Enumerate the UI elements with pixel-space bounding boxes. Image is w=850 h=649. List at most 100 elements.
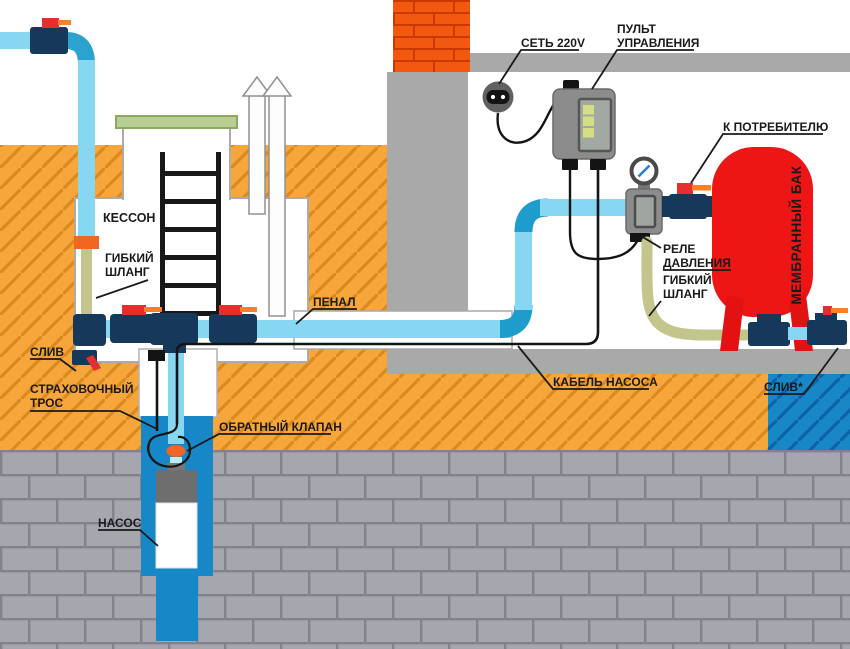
label-pump-cable: КАБЕЛЬ НАСОСА	[553, 375, 658, 389]
pressure-switch-cover	[633, 194, 657, 229]
caisson-valve-2	[209, 305, 257, 343]
pointer-mains	[498, 49, 579, 85]
ladder-rung	[160, 255, 221, 260]
consumer-valve	[662, 183, 714, 219]
caisson-valve-1-handle	[122, 305, 146, 315]
label-mains: СЕТЬ 220V	[521, 36, 585, 50]
pointer-pump	[98, 529, 159, 547]
drain-valve-right-handle	[823, 306, 832, 315]
label-membrane-tank: МЕМБРАННЫЙ БАК	[789, 165, 804, 304]
pointer-pump-cable	[517, 345, 649, 390]
tank-leg-left	[720, 295, 744, 351]
label-flexible-hose-left-2: ШЛАНГ	[105, 265, 150, 279]
consumer-valve-flange	[705, 196, 714, 217]
tee-fitting-body	[150, 313, 198, 345]
vent-pipe-2	[268, 94, 286, 317]
label-pressure-switch-1: РЕЛЕ	[663, 242, 695, 256]
tank-bottom-valve	[748, 314, 790, 346]
caisson-entrance-shaft	[123, 126, 230, 202]
orange-coupling	[74, 236, 99, 249]
pump-body	[155, 502, 198, 569]
house-ceiling	[470, 53, 850, 72]
flexible-hose-left	[81, 249, 92, 317]
pointer-drain-right	[764, 347, 839, 395]
rope-anchor	[148, 350, 165, 361]
outdoor-supply-pipe	[0, 32, 34, 49]
drain-valve-right	[807, 306, 848, 345]
ladder-rung	[160, 171, 221, 176]
house-left-wall	[387, 72, 468, 349]
pointer-conduit	[295, 308, 357, 325]
consumer-valve-body	[669, 194, 707, 219]
pointer-to-consumer	[690, 133, 823, 184]
drain-valve-right-top	[815, 313, 837, 322]
ladder-rung	[160, 199, 221, 204]
membrane-tank	[712, 147, 813, 317]
pointer-pressure-switch	[640, 235, 662, 249]
panel-bottom-connector-left	[562, 159, 578, 170]
outdoor-valve	[30, 18, 71, 54]
caisson-valve-2-body	[209, 314, 257, 343]
label-conduit: ПЕНАЛ	[313, 295, 356, 309]
house-floor-slab	[387, 349, 850, 374]
pump-top	[156, 470, 197, 503]
caisson-down-pipe	[78, 60, 95, 237]
control-panel	[552, 80, 616, 170]
caisson-valve-1	[110, 305, 162, 343]
label-flexible-hose-left-1: ГИБКИЙ	[105, 250, 154, 265]
pipework	[0, 18, 714, 371]
drain-valve-left	[72, 350, 101, 371]
tee-fitting-stub	[163, 344, 186, 353]
chimney	[393, 0, 470, 72]
label-pressure-switch-2: ДАВЛЕНИЯ	[663, 256, 731, 270]
drain-valve-right-handle-bar	[831, 308, 848, 313]
masonry-bricks	[0, 450, 850, 649]
pointer-flexible-hose-right	[648, 300, 662, 317]
label-drain-left: СЛИВ	[30, 345, 64, 359]
label-caisson: КЕССОН	[103, 211, 155, 225]
pressure-gauge-icon	[629, 156, 659, 191]
label-drain-right: СЛИВ*	[764, 380, 803, 394]
ladder-rail-left	[160, 152, 165, 333]
panel-bottom-connector-right	[590, 159, 606, 170]
tank-valve-body	[748, 322, 790, 346]
label-check-valve: ОБРАТНЫЙ КЛАПАН	[219, 419, 342, 434]
caisson-horizontal-pipe	[100, 320, 512, 338]
panel-led	[583, 116, 594, 126]
ladder-rail-right	[216, 152, 221, 333]
vent-arrow-icon	[261, 75, 293, 97]
pointer-control-panel	[591, 49, 694, 90]
consumer-valve-handle	[677, 183, 693, 194]
drain-valve-left-handle	[86, 355, 101, 371]
labels: КЕССОН ГИБКИЙ ШЛАНГ СЛИВ СТРАХОВОЧНЫЙ ТР…	[30, 22, 839, 547]
flexible-hose-right	[641, 236, 758, 341]
vent-arrow-icon	[241, 75, 273, 97]
socket-pin-hole	[500, 94, 506, 100]
caisson-valve-2-handle-bar	[240, 307, 257, 312]
outdoor-valve-handle	[42, 18, 59, 28]
label-to-consumer: К ПОТРЕБИТЕЛЮ	[723, 120, 828, 134]
outdoor-valve-body	[30, 27, 68, 54]
label-flexible-hose-right-1: ГИБКИЙ	[663, 272, 712, 287]
vent-pipes	[241, 75, 293, 317]
panel-led	[583, 128, 594, 138]
consumer-valve-handle-bar	[692, 185, 711, 191]
pump-inlet-stub	[170, 457, 182, 465]
panel-led	[583, 105, 594, 115]
caisson-lid	[115, 115, 238, 129]
ladder-rung	[160, 283, 221, 288]
pressure-switch	[625, 188, 663, 242]
ladder-rung	[160, 227, 221, 232]
gauge-stem	[638, 184, 650, 191]
vent-pipe-1	[248, 94, 266, 215]
entrance-shaft-walls	[122, 126, 231, 200]
label-control-panel-1: ПУЛЬТ	[617, 22, 656, 36]
label-flexible-hose-right-2: ШЛАНГ	[663, 287, 708, 301]
riser-pipe	[515, 222, 532, 310]
label-pump: НАСОС	[98, 516, 142, 530]
pointer-check-valve	[186, 433, 331, 452]
pump-cable-loop	[147, 423, 192, 468]
tank-valve-top	[757, 314, 781, 324]
check-valve	[166, 445, 186, 457]
tank-drain-pipe	[788, 327, 812, 340]
